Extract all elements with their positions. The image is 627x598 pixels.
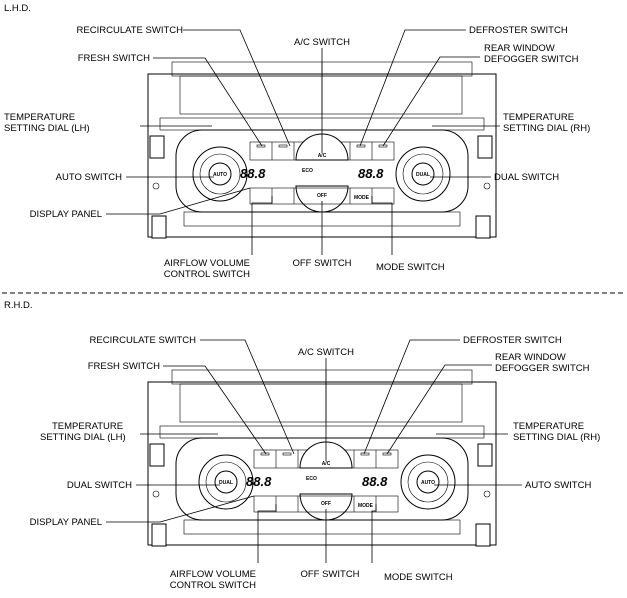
lhd-leader-lines — [106, 29, 500, 255]
rhd-label-temp-lh-2: SETTING DIAL (LH) — [40, 432, 126, 443]
lhd-label-ac: A/C SWITCH — [294, 37, 350, 48]
rhd-label-fresh: FRESH SWITCH — [88, 361, 160, 372]
lhd-display-right: 88.8 — [358, 166, 384, 181]
lhd-right-knob-label: DUAL — [416, 172, 430, 178]
lhd-right-knob-button[interactable] — [411, 162, 435, 186]
rhd-section-title: R.H.D. — [4, 300, 33, 311]
lhd-display-left: 88.8 — [240, 166, 266, 181]
lhd-label-off: OFF SWITCH — [292, 258, 351, 269]
rhd-labels: RECIRCULATE SWITCH FRESH SWITCH A/C SWIT… — [30, 335, 601, 591]
lhd-label-temp-rh-1: TEMPERATURE — [503, 112, 574, 123]
rhd-label-temp-rh-2: SETTING DIAL (RH) — [513, 432, 600, 443]
rhd-label-airflow-1: AIRFLOW VOLUME — [170, 569, 256, 580]
rhd-left-knob-button[interactable] — [214, 470, 238, 494]
rhd-label-rear-1: REAR WINDOW — [495, 352, 566, 363]
lhd-section-title: L.H.D. — [4, 3, 31, 14]
rhd-left-knob-label: DUAL — [219, 480, 233, 486]
lhd-mode-label: MODE — [354, 195, 370, 201]
rhd-mode-label: MODE — [358, 503, 374, 509]
lhd-label-display: DISPLAY PANEL — [30, 209, 102, 220]
rhd-off-label: OFF — [321, 501, 331, 507]
lhd-right-mount-top — [477, 135, 493, 159]
lhd-label-temp-lh-2: SETTING DIAL (LH) — [4, 123, 90, 134]
rhd-label-defroster: DEFROSTER SWITCH — [463, 335, 562, 346]
rhd-control-unit: DUAL AUTO A/C 88.8 88.8 ECO OFF — [147, 369, 497, 547]
rhd-label-left-switch: DUAL SWITCH — [67, 480, 132, 491]
rhd-right-screw — [483, 490, 491, 498]
lhd-ac-label: A/C — [318, 153, 327, 159]
rhd-right-knob-button[interactable] — [416, 470, 440, 494]
rhd-ac-label: A/C — [322, 461, 331, 467]
lhd-label-temp-lh-1: TEMPERATURE — [4, 112, 75, 123]
lhd-right-screw — [483, 182, 491, 190]
rhd-label-off: OFF SWITCH — [300, 569, 359, 580]
rhd-label-display: DISPLAY PANEL — [30, 517, 102, 528]
rhd-display-left: 88.8 — [246, 474, 272, 489]
lhd-left-mount-top — [149, 135, 165, 159]
rhd-label-temp-rh-1: TEMPERATURE — [513, 421, 584, 432]
lhd-section: L.H.D. AUTO DUAL — [4, 3, 590, 280]
rhd-left-mount-bottom — [151, 523, 167, 547]
rhd-upper-cavity — [179, 383, 463, 423]
rhd-leader-lines — [106, 339, 522, 563]
rhd-left-screw — [152, 490, 160, 498]
rhd-label-rear-2: DEFOGGER SWITCH — [495, 363, 590, 374]
lhd-label-mode: MODE SWITCH — [376, 262, 445, 273]
rhd-right-mount-top — [477, 443, 493, 467]
lhd-label-rear-1: REAR WINDOW — [484, 43, 555, 54]
lhd-off-label: OFF — [317, 193, 327, 199]
rhd-section: R.H.D. DUAL AUTO — [4, 300, 600, 591]
lhd-label-defroster: DEFROSTER SWITCH — [469, 25, 568, 36]
rhd-label-mode: MODE SWITCH — [384, 572, 453, 583]
lhd-label-left-switch: AUTO SWITCH — [56, 172, 122, 183]
rhd-right-mount-bottom — [475, 523, 491, 547]
lhd-label-airflow-1: AIRFLOW VOLUME — [164, 258, 250, 269]
rhd-label-ac: A/C SWITCH — [298, 347, 354, 358]
rhd-label-temp-lh-1: TEMPERATURE — [52, 421, 123, 432]
rhd-lower-ledge — [183, 519, 461, 535]
lhd-label-airflow-2: CONTROL SWITCH — [164, 269, 250, 280]
rhd-display-right: 88.8 — [362, 474, 388, 489]
lhd-upper-cavity — [179, 75, 463, 115]
lhd-label-fresh: FRESH SWITCH — [78, 53, 150, 64]
lhd-label-rear-2: DEFOGGER SWITCH — [484, 54, 579, 65]
lhd-left-knob-label: AUTO — [213, 172, 227, 178]
lhd-label-right-switch: DUAL SWITCH — [494, 172, 559, 183]
lhd-left-knob-button[interactable] — [208, 162, 232, 186]
lhd-eco-indicator: ECO — [302, 168, 313, 174]
rhd-left-mount-top — [149, 443, 165, 467]
rhd-label-recirculate: RECIRCULATE SWITCH — [90, 335, 197, 346]
lhd-right-mount-bottom — [475, 215, 491, 239]
lhd-left-mount-bottom — [151, 215, 167, 239]
rhd-right-knob-label: AUTO — [421, 480, 435, 486]
lhd-label-temp-rh-2: SETTING DIAL (RH) — [503, 123, 590, 134]
lhd-left-screw — [152, 182, 160, 190]
rhd-label-right-switch: AUTO SWITCH — [525, 480, 591, 491]
lhd-labels: RECIRCULATE SWITCH FRESH SWITCH A/C SWIT… — [4, 25, 590, 280]
lhd-label-recirculate: RECIRCULATE SWITCH — [77, 25, 184, 36]
rhd-label-airflow-2: CONTROL SWITCH — [170, 580, 256, 591]
rhd-eco-indicator: ECO — [306, 476, 317, 482]
